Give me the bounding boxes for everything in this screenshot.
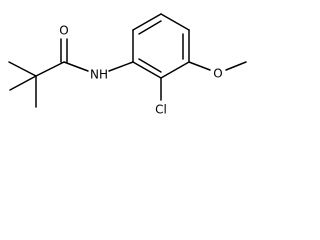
bond-carbonyl-to-nitrogen (63, 61, 89, 72)
bond-methyl-left (9, 75, 37, 91)
bond-nitrogen-to-ring (108, 61, 134, 72)
ring-bond-2 (132, 13, 162, 31)
tert-butyl-group (8, 61, 65, 108)
ring-inner-double-3 (138, 58, 162, 73)
benzene-ring (132, 13, 190, 79)
chemical-structure: O NH Cl O (8, 13, 247, 117)
ring-bond-6 (132, 61, 162, 79)
bond-methoxy-oxygen-to-methyl (225, 61, 247, 71)
ring-inner-double-1 (138, 20, 162, 35)
atom-amide-nitrogen: NH (90, 68, 108, 82)
substituents (160, 61, 247, 101)
bond-quaternary-to-carbonyl (35, 61, 65, 77)
bond-ring-to-methoxy-oxygen (188, 61, 211, 71)
ring-bond-5 (160, 61, 190, 79)
atom-oxygen-carbonyl: O (59, 24, 68, 38)
atom-chlorine: Cl (155, 103, 167, 117)
amide-group (60, 38, 134, 72)
atom-oxygen-methoxy: O (213, 67, 222, 81)
ring-bond-3 (160, 13, 190, 31)
bond-methyl-top (8, 61, 37, 77)
